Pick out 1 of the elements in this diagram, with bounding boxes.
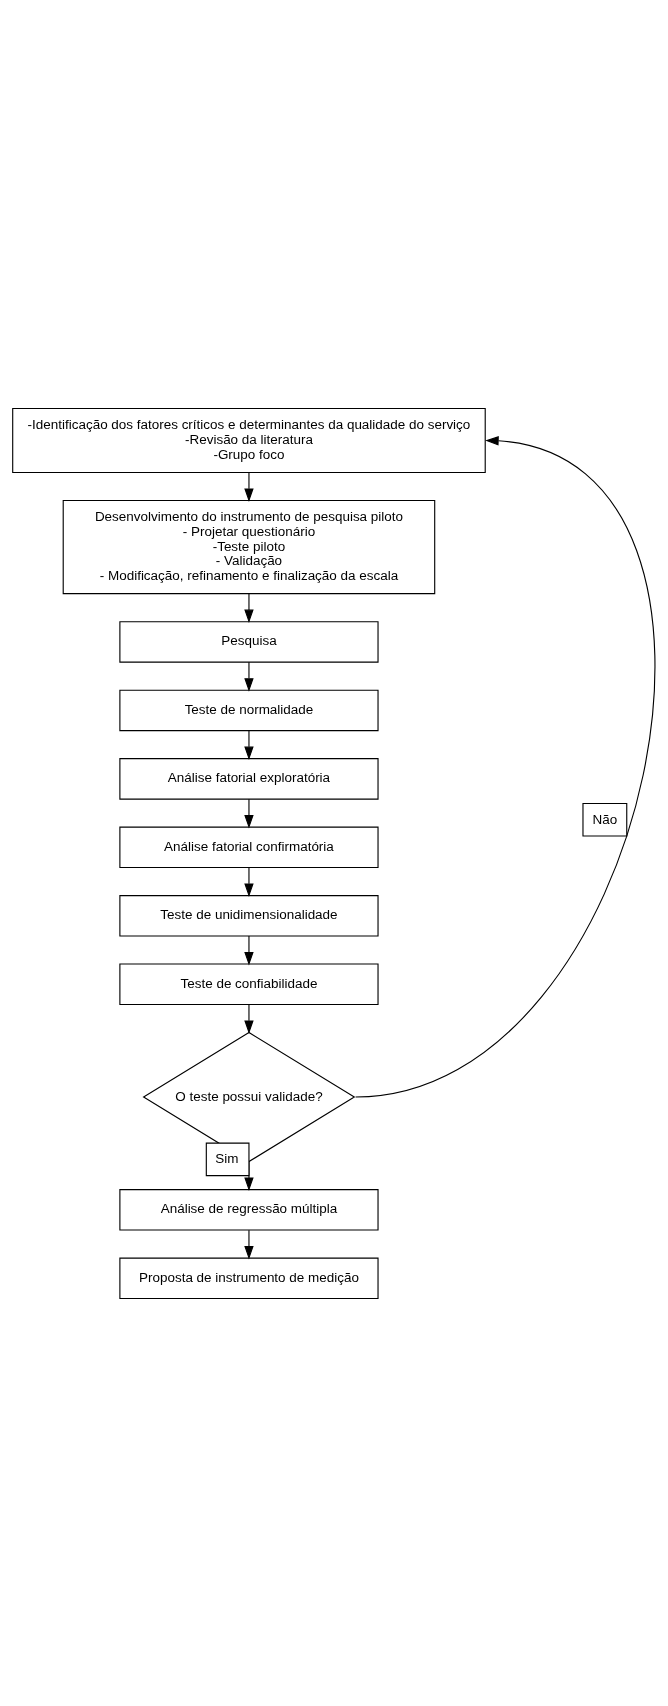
edge-label: Não: [592, 811, 618, 827]
